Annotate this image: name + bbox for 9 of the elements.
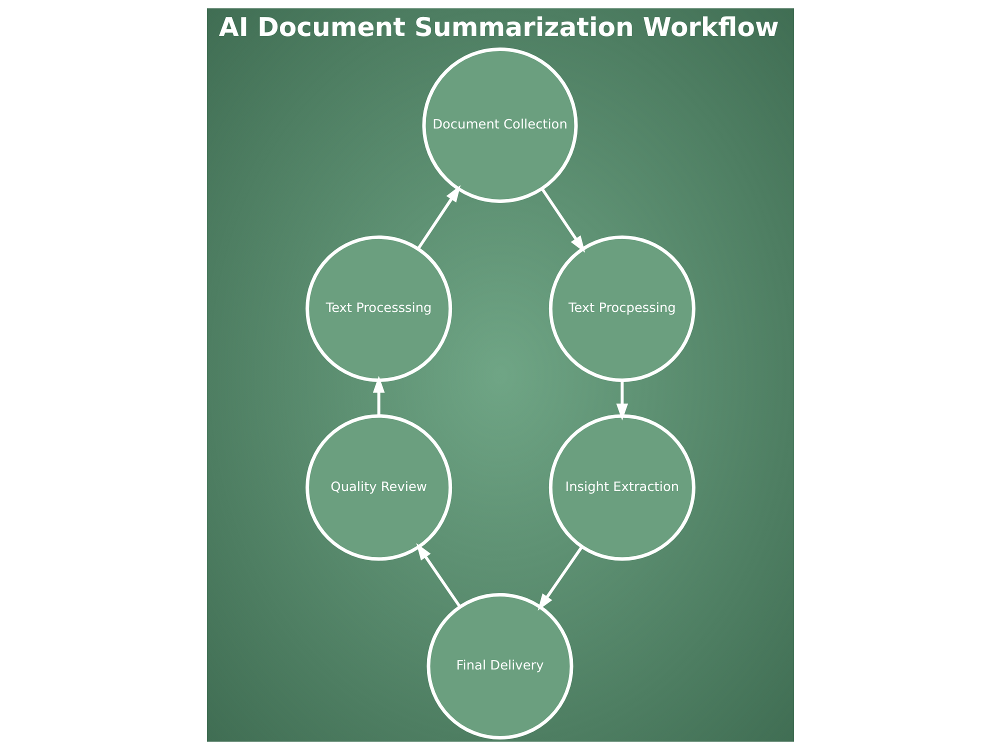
arrow <box>372 376 384 416</box>
arrow <box>540 188 585 253</box>
node-circle: Insight Extraction <box>548 414 695 561</box>
arrow <box>537 546 583 611</box>
arrow <box>616 380 628 420</box>
diagram-title: AI Document Summarization Workflow <box>218 12 778 43</box>
arrow <box>416 543 461 608</box>
node-circle: Text Processsing <box>305 235 452 382</box>
arrow <box>416 185 460 250</box>
